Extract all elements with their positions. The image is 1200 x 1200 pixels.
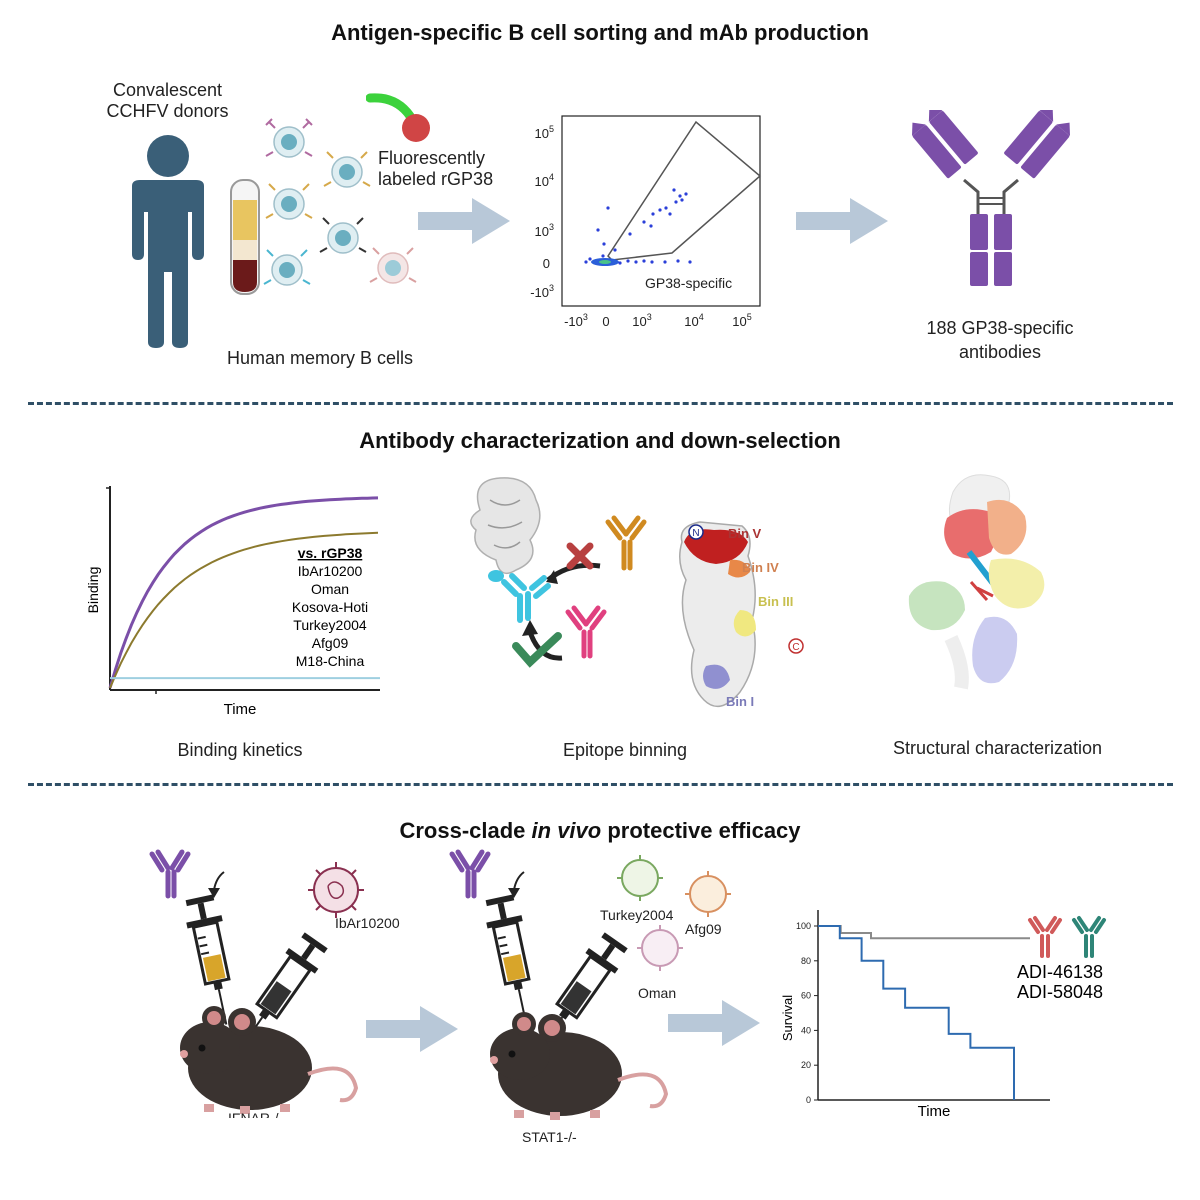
output-label-line1: 188 GP38-specific [926, 318, 1074, 338]
survival-ytick-group: 100 80 60 40 20 0 [796, 921, 818, 1105]
survival-ytick-label: 20 [801, 1060, 811, 1070]
facs-xtick-4: 104 [684, 312, 703, 329]
facs-ytick-1: 105 [535, 124, 554, 141]
survival-series-group [818, 925, 1030, 1100]
ifnar-experiment-illustration: IbAr10200 IFNAR-/- [149, 849, 400, 1118]
virus-icon-afg [685, 871, 731, 917]
legend-item: M18-China [296, 653, 365, 669]
kinetics-caption: Binding kinetics [177, 740, 303, 760]
flow-arrow-2 [796, 198, 888, 244]
facs-xtick-5: 105 [732, 312, 751, 329]
facs-gate-label: GP38-specific [645, 275, 732, 291]
donors-label-line2: CCHFV donors [106, 101, 229, 121]
legend-item: Oman [311, 581, 349, 597]
kinetics-ylabel: Binding [85, 567, 101, 614]
flow-arrow-3 [366, 1006, 458, 1052]
blood-tube-icon [230, 179, 260, 295]
facs-events [584, 188, 692, 265]
memory-b-cells-label: Human memory B cells [226, 348, 414, 368]
section3-title: Cross-clade in vivo protective efficacy [0, 818, 1200, 844]
facs-xtick-1: -103 [564, 312, 588, 329]
kinetics-legend-head: vs. rGP38 [298, 545, 363, 561]
survival-ytick-label: 0 [806, 1095, 811, 1105]
virus-icon-turkey [617, 855, 663, 901]
binding-kinetics-chart: Binding Time vs. rGP38 IbAr10200 Oman Ko… [85, 486, 380, 718]
legend-item: Kosova-Hoti [292, 599, 368, 615]
syringe-mab-icon [485, 894, 531, 1025]
syringe-virus-icon [540, 932, 628, 1048]
mab-icon [449, 849, 491, 899]
stat1-experiment-illustration: Turkey2004 Afg09 Oman STAT1-/- [449, 849, 731, 1145]
probe-label-line1: Fluorescently [378, 148, 486, 168]
survival-chart: 100 80 60 40 20 0 Survival Time ADI-46138 ADI… [780, 910, 1106, 1120]
c-terminus-label: C [792, 642, 799, 653]
facs-ytick-2: 104 [535, 172, 554, 189]
virus-label-turkey: Turkey2004 [600, 907, 674, 923]
bin-iv-label: Bin IV [742, 560, 779, 575]
flow-arrow-4 [668, 1000, 760, 1046]
survival-ytick-label: 40 [801, 1025, 811, 1035]
ab-teal-icon [1072, 916, 1106, 958]
fluorescent-probe-icon [366, 93, 430, 142]
antibody-label-1: ADI-46138 [1017, 962, 1103, 982]
flow-arrow-1 [418, 198, 510, 244]
survival-ylabel: Survival [780, 995, 795, 1041]
facs-xtick-2: 0 [602, 314, 609, 329]
epitope-binning-diagram: N C Bin V Bin IV Bin III Bin I [470, 477, 804, 709]
survival-ytick-label: 80 [801, 956, 811, 966]
kinetics-curve-2 [109, 531, 379, 689]
legend-item: Turkey2004 [293, 617, 367, 633]
facs-ytick-3: 103 [535, 222, 554, 239]
epitope-caption: Epitope binning [562, 740, 688, 760]
virus-icon [308, 862, 364, 918]
bin-v-label: Bin V [728, 526, 762, 541]
antibody-icon [911, 110, 1071, 286]
antibody-label-2: ADI-58048 [1017, 982, 1103, 1002]
section3-title-post: protective efficacy [601, 818, 801, 843]
mouse-icon [490, 1012, 669, 1120]
bin-i-label: Bin I [726, 694, 754, 709]
kinetics-series-group [108, 496, 380, 689]
facs-ytick-5: -103 [530, 283, 554, 300]
virus-label-ibar: IbAr10200 [335, 915, 400, 931]
kinetics-curve-1 [108, 496, 379, 689]
mouse-icon [180, 1006, 359, 1114]
virus-label-oman: Oman [638, 985, 676, 1001]
cryo-em-structure-icon [908, 474, 1045, 690]
virus-icon-oman [637, 925, 683, 971]
memory-b-cells-icon [263, 118, 417, 286]
n-terminus-label: N [692, 528, 699, 539]
facs-ytick-4: 0 [543, 256, 550, 271]
section2-title: Antibody characterization and down-selec… [359, 428, 841, 453]
facs-xtick-3: 103 [632, 312, 651, 329]
kinetics-xlabel: Time [224, 701, 257, 718]
section3-title-em: in vivo [531, 818, 602, 843]
survival-ytick-label: 100 [796, 921, 811, 931]
structural-caption: Structural characterization [892, 738, 1103, 758]
bin-iii-label: Bin III [758, 594, 793, 609]
mouse-label-stat1: STAT1-/- [522, 1129, 577, 1145]
syringe-virus-icon [240, 932, 328, 1048]
ab-red-icon [1028, 916, 1062, 958]
survival-xlabel: Time [918, 1103, 951, 1120]
section-divider-1 [28, 402, 1173, 405]
section3-title-pre: Cross-clade [399, 818, 532, 843]
output-label-line2: antibodies [958, 342, 1042, 362]
probe-label-line2: labeled rGP38 [378, 169, 494, 189]
survival-curve-1 [818, 925, 1030, 940]
section-divider-2 [28, 783, 1173, 786]
facs-plot: 105 104 103 0 -103 -103 0 103 104 105 GP… [530, 115, 762, 329]
survival-curve-2 [818, 925, 1015, 1100]
section1-title: Antigen-specific B cell sorting and mAb … [331, 20, 869, 45]
donor-person-icon [132, 135, 204, 348]
survival-ytick-label: 60 [801, 991, 811, 1001]
mouse-label-ifnar: IFNAR-/- [228, 1110, 284, 1118]
mab-icon [149, 849, 191, 899]
legend-item: IbAr10200 [298, 563, 363, 579]
donors-label-line1: Convalescent [112, 80, 223, 100]
legend-item: Afg09 [312, 635, 349, 651]
virus-label-afg: Afg09 [685, 921, 722, 937]
